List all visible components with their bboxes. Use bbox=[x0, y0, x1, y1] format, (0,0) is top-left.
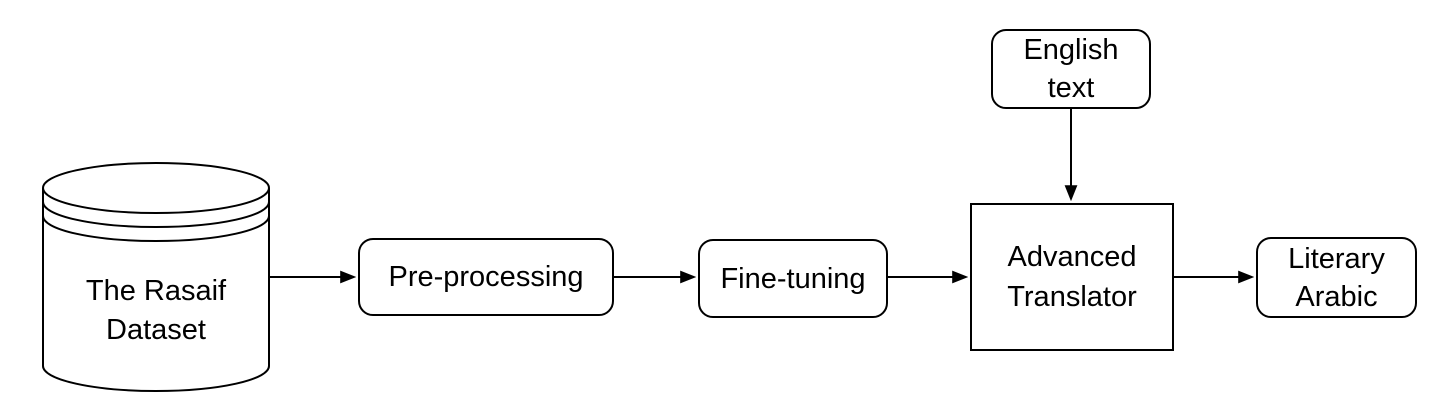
node-english-text: English text bbox=[991, 29, 1151, 109]
cylinder-body bbox=[42, 188, 270, 392]
cylinder-top-ellipse bbox=[42, 162, 270, 214]
preprocessing-label: Pre-processing bbox=[388, 261, 584, 293]
node-dataset-label: The Rasaif Dataset bbox=[42, 252, 270, 370]
node-preprocessing: Pre-processing bbox=[358, 238, 614, 316]
node-finetuning: Fine-tuning bbox=[698, 239, 888, 318]
dataset-label-line2: Dataset bbox=[106, 314, 206, 346]
dataset-cylinder-shape bbox=[42, 162, 270, 392]
translator-label-line1: Advanced bbox=[1007, 241, 1137, 273]
translator-label-line2: Translator bbox=[1007, 281, 1137, 313]
literary-label-line2: Arabic bbox=[1295, 280, 1378, 313]
english-label-line2: text bbox=[1047, 72, 1095, 104]
cylinder-disk-line-2 bbox=[42, 215, 270, 242]
dataset-label-line1: The Rasaif bbox=[85, 275, 227, 307]
node-advanced-translator: Advanced Translator bbox=[970, 203, 1174, 351]
english-label-line1: English bbox=[1023, 34, 1119, 66]
node-literary-arabic: Literary Arabic bbox=[1256, 237, 1417, 318]
finetuning-label: Fine-tuning bbox=[720, 262, 866, 295]
cylinder-disk-line-1 bbox=[42, 201, 270, 228]
literary-label-line1: Literary bbox=[1288, 242, 1385, 275]
flow-arrows bbox=[270, 109, 1255, 284]
